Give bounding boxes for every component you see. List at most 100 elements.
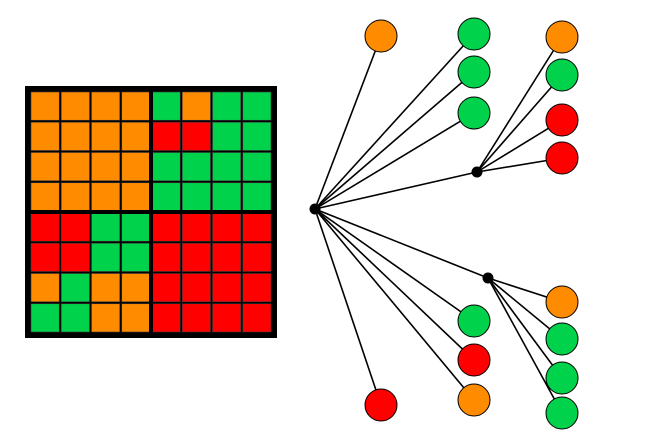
grid-cell xyxy=(91,91,121,121)
color-grid xyxy=(25,86,277,338)
grid-cell xyxy=(181,182,211,212)
tree-leaf-node xyxy=(457,96,491,130)
grid-cell xyxy=(60,152,90,182)
grid-cell xyxy=(121,91,151,121)
tree-edge xyxy=(314,208,475,401)
grid-cell xyxy=(151,152,181,182)
tree-edge xyxy=(314,208,382,406)
tree-leaf-node xyxy=(545,141,579,175)
grid-cell xyxy=(151,121,181,151)
grid-cell xyxy=(181,212,211,242)
tree-leaf-node xyxy=(545,322,579,356)
tree-edge xyxy=(314,112,475,210)
tree-nodes xyxy=(309,17,579,430)
grid-cell xyxy=(30,303,60,333)
grid-cell xyxy=(212,242,242,272)
tree-edge xyxy=(314,171,478,210)
grid-cell xyxy=(60,212,90,242)
grid-cell xyxy=(91,212,121,242)
grid-cell xyxy=(121,303,151,333)
grid-cell xyxy=(181,121,211,151)
grid-cell xyxy=(242,91,272,121)
tree-leaf-node xyxy=(545,285,579,319)
grid-cell xyxy=(60,121,90,151)
tree-edge xyxy=(487,277,563,414)
grid-cell xyxy=(60,303,90,333)
grid-cell xyxy=(91,121,121,151)
grid-cell xyxy=(91,152,121,182)
grid-cell xyxy=(212,91,242,121)
grid-cell xyxy=(30,212,60,242)
grid-cell xyxy=(151,273,181,303)
grid-cell xyxy=(91,273,121,303)
tree-edge xyxy=(476,74,563,173)
grid-cell xyxy=(151,182,181,212)
tree-leaf-node xyxy=(545,58,579,92)
grid-cell xyxy=(121,242,151,272)
tree-edge xyxy=(314,71,475,210)
grid-cell xyxy=(121,212,151,242)
tree-edge xyxy=(476,119,563,173)
grid-cell xyxy=(242,273,272,303)
grid-cell xyxy=(242,152,272,182)
grid-cell xyxy=(30,182,60,212)
grid-cell xyxy=(212,212,242,242)
tree-leaf-node xyxy=(457,304,491,338)
grid-cell xyxy=(121,121,151,151)
grid-cell xyxy=(121,152,151,182)
grid-cell xyxy=(151,242,181,272)
grid-cell xyxy=(30,273,60,303)
tree-edge xyxy=(314,208,475,322)
grid-cell xyxy=(212,121,242,151)
tree-leaf-node xyxy=(545,396,579,430)
grid-cell xyxy=(91,182,121,212)
grid-cell xyxy=(151,303,181,333)
tree-edge xyxy=(487,277,563,379)
grid-cell xyxy=(60,182,90,212)
grid-cell xyxy=(91,242,121,272)
tree-leaf-node xyxy=(545,103,579,137)
tree-leaf-node xyxy=(457,17,491,51)
tree-root-node xyxy=(309,203,321,215)
grid-cell xyxy=(181,152,211,182)
grid-cell xyxy=(181,303,211,333)
tree-edge xyxy=(314,33,475,210)
grid-cell xyxy=(30,121,60,151)
tree-edge xyxy=(476,36,563,173)
tree-leaf-node xyxy=(545,361,579,395)
tree-branch-node xyxy=(471,166,483,178)
tree-leaf-node xyxy=(457,343,491,377)
grid-cell xyxy=(181,242,211,272)
grid-cell xyxy=(60,91,90,121)
grid-cell xyxy=(212,152,242,182)
grid-cell xyxy=(242,242,272,272)
grid-cell xyxy=(30,242,60,272)
grid-cell xyxy=(121,273,151,303)
tree-edges xyxy=(314,33,563,414)
grid-cell xyxy=(242,121,272,151)
grid-cell xyxy=(242,212,272,242)
grid-cell xyxy=(30,91,60,121)
tree-leaf-node xyxy=(457,55,491,89)
tree-branch-node xyxy=(482,272,494,284)
grid-cell xyxy=(181,273,211,303)
grid-cell xyxy=(212,303,242,333)
grid-cell xyxy=(60,242,90,272)
grid-cell xyxy=(242,303,272,333)
tree-edge xyxy=(314,208,475,361)
grid-cell xyxy=(242,182,272,212)
grid-cell xyxy=(30,152,60,182)
tree-edge xyxy=(314,35,382,210)
grid-cell xyxy=(60,273,90,303)
tree-leaf-node xyxy=(364,388,398,422)
grid-cell xyxy=(151,91,181,121)
grid-cell xyxy=(91,303,121,333)
grid-cell xyxy=(121,182,151,212)
tree-edge xyxy=(314,208,489,279)
grid-divider-horizontal xyxy=(25,210,277,214)
grid-cell xyxy=(212,182,242,212)
grid-cell xyxy=(212,273,242,303)
tree-leaf-node xyxy=(457,383,491,417)
